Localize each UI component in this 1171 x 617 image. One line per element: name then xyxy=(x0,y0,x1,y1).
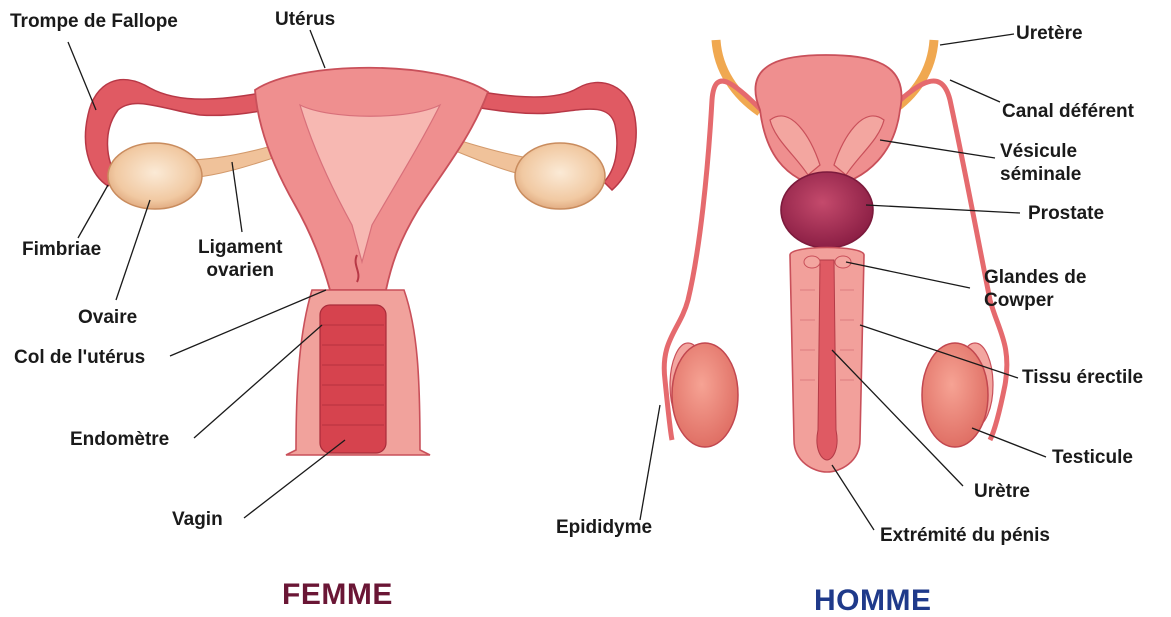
label-testis: Testicule xyxy=(1052,446,1133,469)
label-ovary: Ovaire xyxy=(78,306,137,329)
label-fimbriae: Fimbriae xyxy=(22,238,101,261)
label-vas-deferens: Canal déférent xyxy=(1002,100,1134,123)
title-female: FEMME xyxy=(282,578,393,612)
label-cowper-glands: Glandes de Cowper xyxy=(984,266,1086,312)
cowper-gland-left xyxy=(804,256,820,268)
ovary-left xyxy=(108,143,202,209)
corpus-spongiosum xyxy=(817,260,837,460)
label-ovarian-ligament: Ligament ovarien xyxy=(198,236,282,282)
label-uterus: Utérus xyxy=(275,8,335,31)
vaginal-canal xyxy=(320,305,386,453)
title-male: HOMME xyxy=(814,584,932,617)
label-cervix: Col de l'utérus xyxy=(14,346,145,369)
label-erectile-tissue: Tissu érectile xyxy=(1022,366,1143,389)
testis-right xyxy=(922,343,988,447)
label-endometrium: Endomètre xyxy=(70,428,169,451)
label-prostate: Prostate xyxy=(1028,202,1104,225)
female-anatomy xyxy=(85,68,636,455)
label-urethra: Urètre xyxy=(974,480,1030,503)
prostate xyxy=(781,172,873,248)
label-seminal-vesicle: Vésicule séminale xyxy=(1000,140,1081,186)
label-glans: Extrémité du pénis xyxy=(880,524,1050,547)
label-fallopian-tube: Trompe de Fallope xyxy=(10,10,178,33)
label-vagina: Vagin xyxy=(172,508,223,531)
ovary-right xyxy=(515,143,605,209)
male-anatomy xyxy=(664,40,1007,472)
label-ureter: Uretère xyxy=(1016,22,1083,45)
testis-left xyxy=(672,343,738,447)
label-epididymis: Epididyme xyxy=(556,516,652,539)
